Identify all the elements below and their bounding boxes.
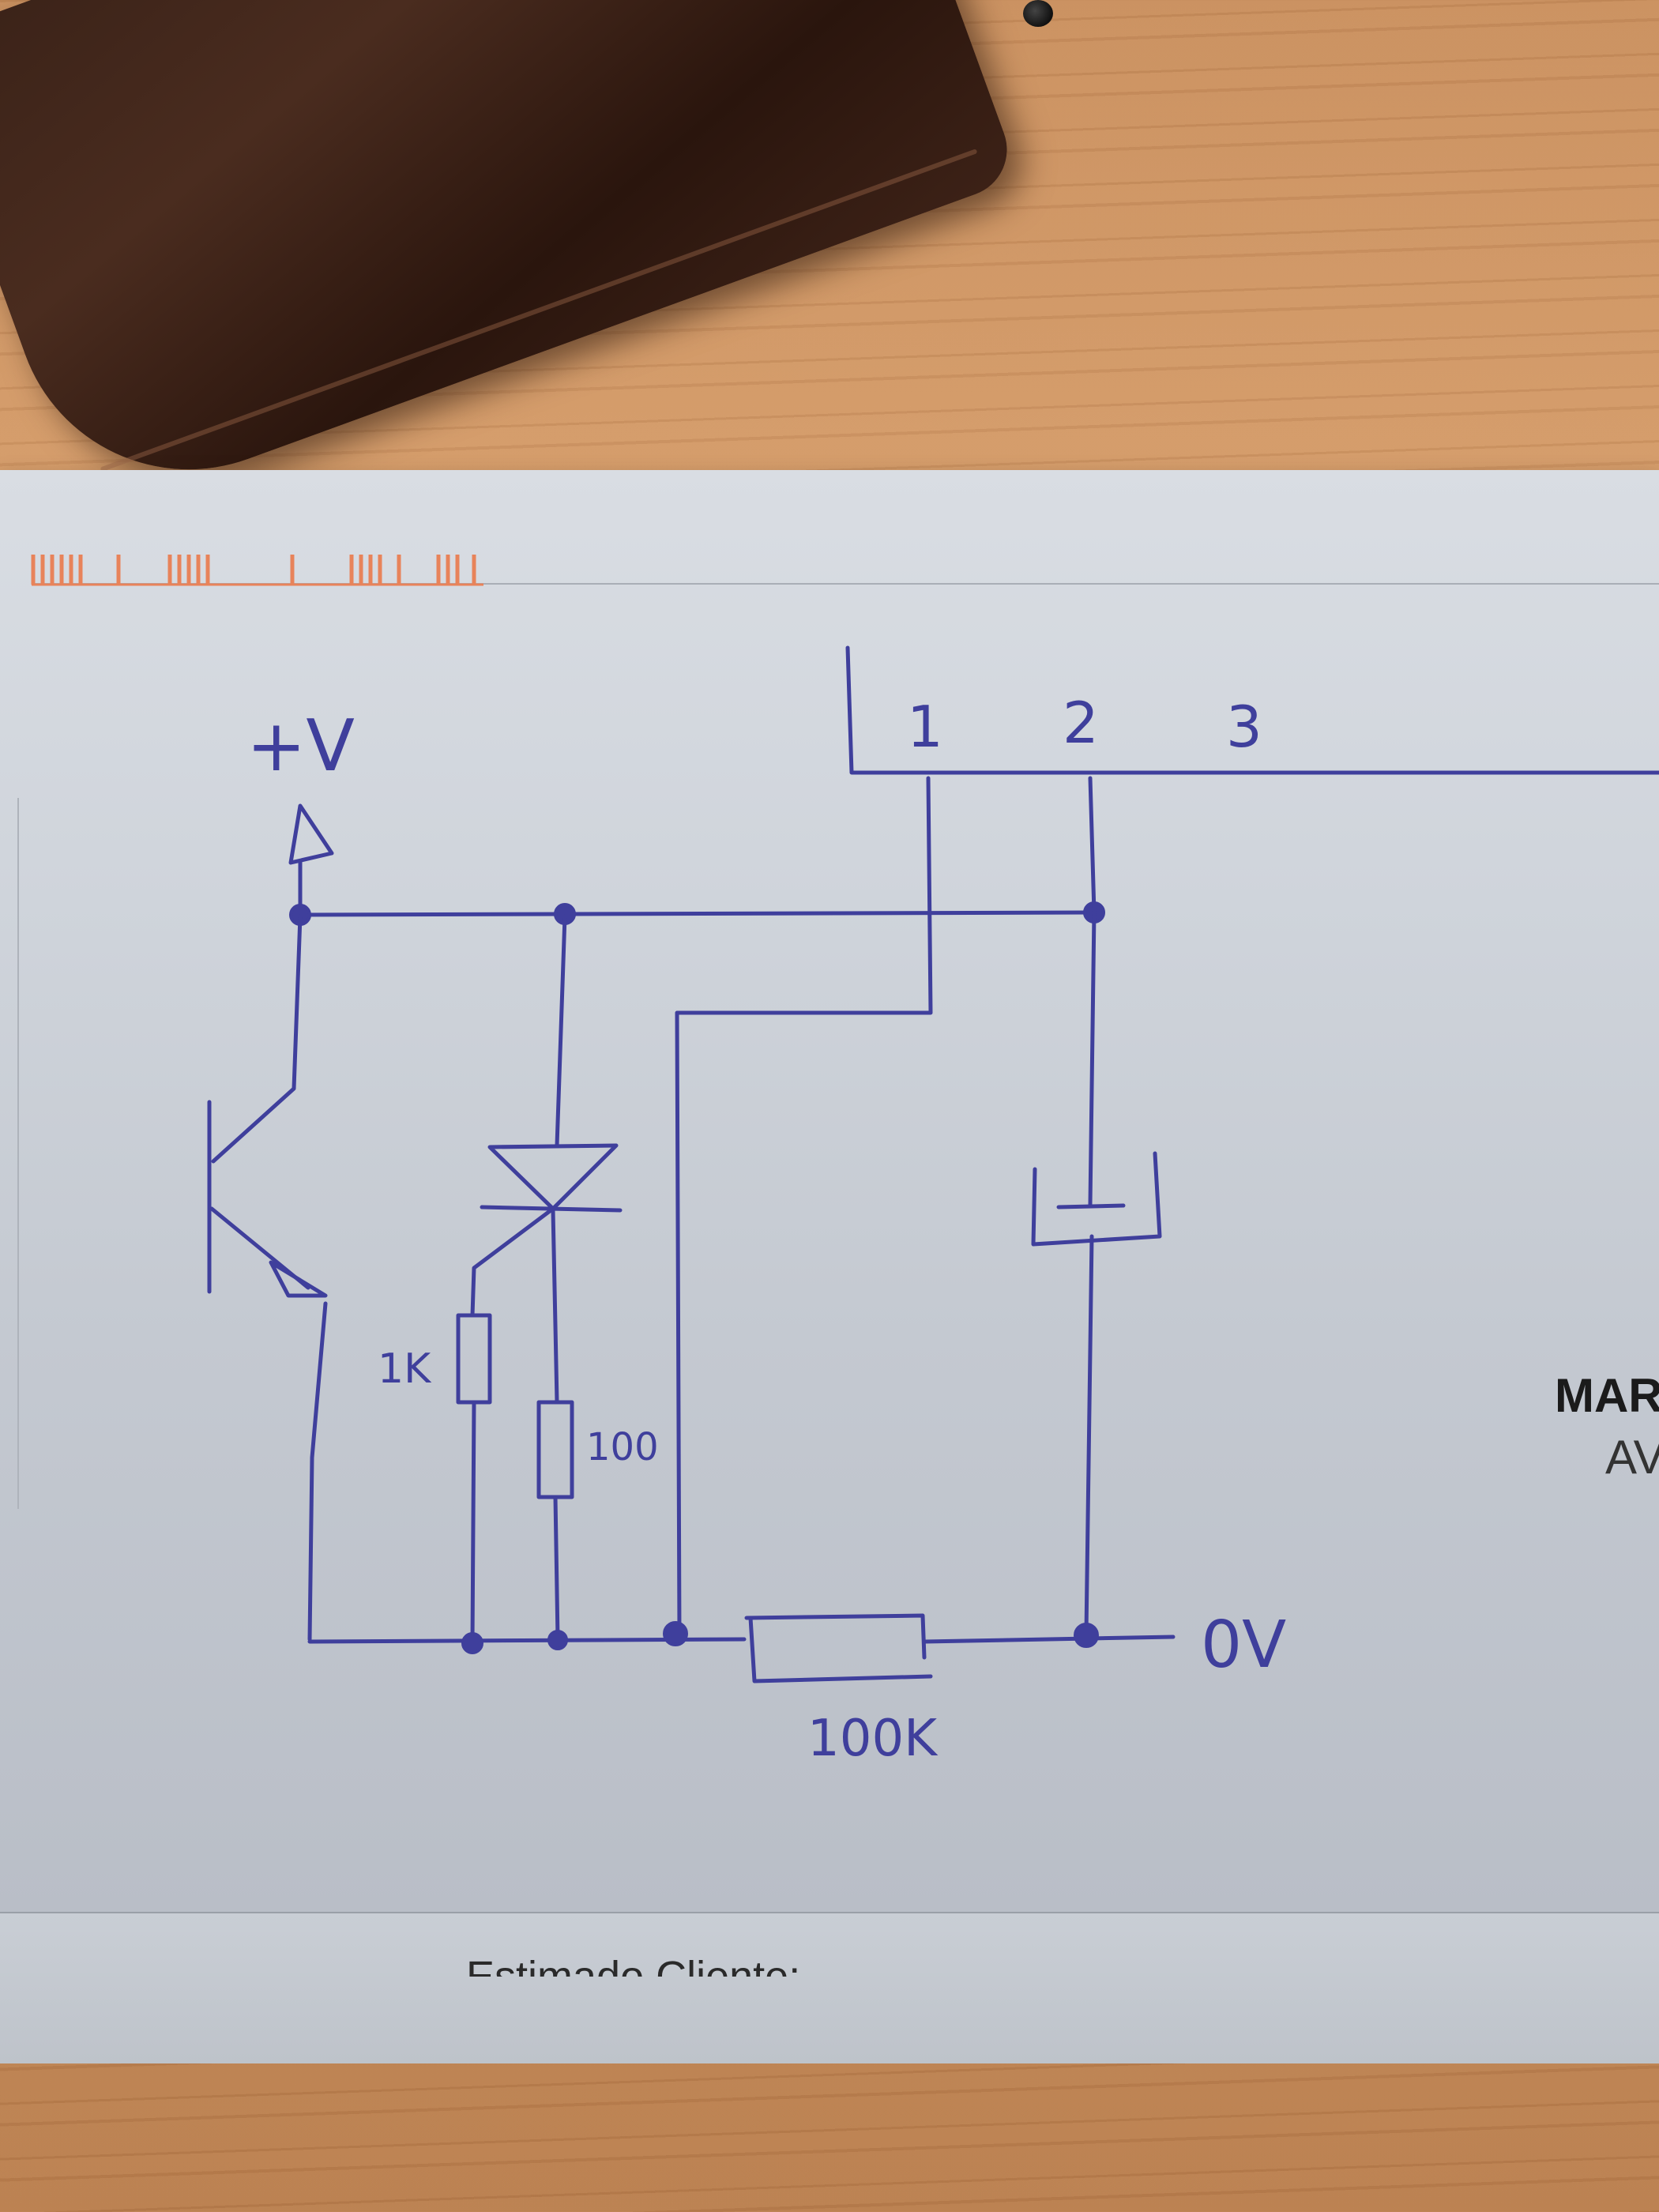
connector-block [845,645,1659,775]
resistor-100-label: 100 [586,1425,659,1469]
ground-voltage-label: 0V [1201,1608,1286,1683]
supply-voltage-label: +V [246,705,355,788]
ground-rail-right-wire [922,1635,1176,1644]
electrolytic-capacitor-symbol [1031,1151,1162,1636]
ground-junction-pin1-dot [663,1621,688,1646]
paper-sheet-lower [0,1912,1659,2063]
connector-pin-3-label: 3 [1226,694,1262,760]
supply-rail-wire [298,910,1097,917]
resistor-100k-symbol [744,1613,933,1683]
printed-address-text: AV [1605,1431,1659,1484]
connector-pin-1-label: 1 [907,694,943,760]
ground-junction-1k-dot [461,1632,483,1654]
screw-head [1023,0,1053,27]
printed-greeting-text: Estimado Cliente: [466,1953,801,1977]
paper-sheet [0,470,1659,1912]
paper-rule-side [17,798,19,1509]
ground-junction-pin2-dot [1074,1623,1099,1648]
pin1-wire [675,776,933,1636]
resistor-100k-label: 100K [807,1710,939,1768]
resistor-1k-symbol [456,1313,492,1646]
connector-pin-2-label: 2 [1063,690,1099,756]
supply-arrow-icon [288,803,334,865]
resistor-1k-label: 1K [378,1345,432,1393]
paper-rule-top [32,583,1659,585]
printed-brand-text: MAR [1555,1369,1659,1422]
printed-barcode-marks [31,555,483,586]
zener-diode-symbol [470,914,623,1405]
ground-junction-100-dot [547,1630,568,1650]
pin2-wire [1088,776,1097,1207]
npn-transistor-symbol [207,914,328,1642]
resistor-100-symbol [536,1400,574,1642]
